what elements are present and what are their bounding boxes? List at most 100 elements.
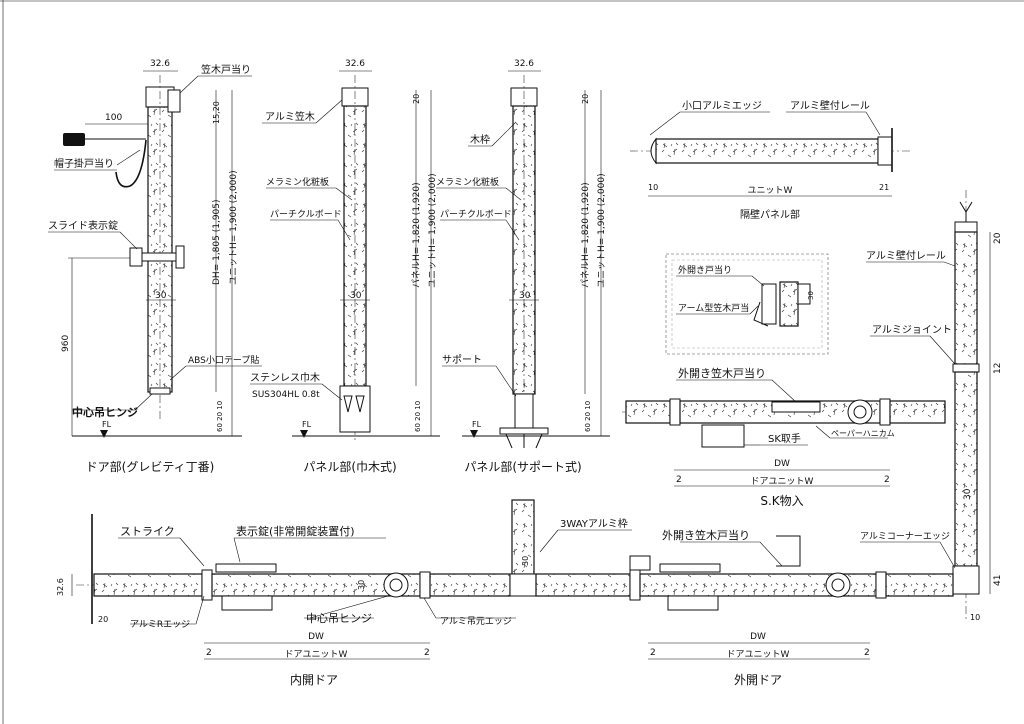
- inner-dim-2b: 2: [424, 648, 430, 658]
- pb-dim-unit: ユニットH= 1,900 (2,000): [428, 173, 438, 288]
- three-way-node: [509, 573, 537, 597]
- ps-particle-leader: [505, 219, 520, 241]
- door-bottom-edge: [149, 387, 171, 395]
- inner-dim-unit: ドアユニットW: [285, 650, 348, 660]
- abs-leader: [169, 365, 187, 381]
- detail-arm-leader: [749, 305, 759, 315]
- door-section: 32.6 30 笠木戸当り 100 帽子掛戸当り スライド表示錠 960: [48, 59, 262, 474]
- inner-lock: [215, 563, 277, 573]
- hat-leader: [116, 149, 141, 166]
- outer-dim-2b: 2: [864, 648, 870, 658]
- pb-baseboard: [339, 385, 371, 433]
- door-fl-marker: [100, 430, 108, 438]
- partition-dim-10: 10: [648, 183, 658, 192]
- outer-stop-block: [629, 555, 651, 571]
- partition-dim-21: 21: [879, 183, 889, 192]
- abs-label: ABS小口テープ貼: [188, 354, 259, 366]
- detail-box-frame: [665, 253, 829, 355]
- outer-hinge: [825, 572, 851, 598]
- right-wall-section: 20 12 30 41 10 アルミ壁付レール アルミジョイント アルミコーナー…: [860, 190, 1003, 622]
- ps-top-dim: 32.6: [514, 59, 534, 69]
- plan-mid-panel-b: [535, 573, 631, 597]
- right-wall-dim-20: 20: [993, 232, 1003, 244]
- pb-particle-label: パーチクルボード: [270, 209, 342, 220]
- slide-label: スライド表示錠: [48, 219, 118, 232]
- right-wall-rail-label: アルミ壁付レール: [866, 249, 946, 262]
- detail-out-label: 外開き戸当り: [678, 264, 732, 276]
- right-wall-lower-panel: [954, 371, 978, 567]
- inner-hinge-label: 中心吊ヒンジ: [306, 612, 372, 625]
- detail-arm: [753, 301, 769, 327]
- sk-left-panel: [625, 400, 671, 424]
- outer-lock: [659, 563, 721, 573]
- hat-hook-dim-text: 100: [105, 113, 122, 123]
- ps-dim-30: 30: [519, 291, 531, 301]
- panel-support-section: 32.6 30 木枠 メラミン化粧板 パーチクルボード サポート 20 パネルH…: [436, 59, 610, 474]
- ps-support-leader: [495, 365, 517, 397]
- sk-stop: [771, 401, 821, 413]
- three-way-label: 3WAYアルミ枠: [560, 517, 628, 530]
- right-wall-dim-30: 30: [963, 488, 973, 500]
- right-wall-rail-leader: [943, 261, 956, 267]
- hat-label: 帽子掛戸当り: [54, 157, 114, 170]
- pb-dim-panel: パネルH= 1,820 (1,920): [411, 182, 422, 288]
- door-kasagi-leader: [179, 75, 199, 94]
- lock-leader: [233, 537, 241, 563]
- sk-handle: [701, 424, 745, 448]
- ps-dim-panel: パネルH= 1,820 (1,920): [580, 182, 591, 288]
- inner-dim-dw: DW: [308, 632, 324, 642]
- sk-handle-label: SK取手: [768, 432, 801, 445]
- inner-caption: 内開ドア: [290, 673, 338, 687]
- lock-label: 表示錠(非常開錠装置付): [236, 524, 355, 538]
- right-wall-rail: [954, 221, 978, 233]
- sk-section: 外開き笠木戸当り SK取手 ペーパーハニカム DW 2 ドアユニットW 2 S.…: [622, 366, 946, 508]
- inner-strike: [201, 569, 213, 601]
- partition-rail-label: アルミ壁付レール: [790, 99, 870, 112]
- door-dim-6020: 60 20 10: [216, 401, 224, 432]
- sk-caption: S.K物入: [760, 494, 803, 508]
- outer-dim-2a: 2: [650, 648, 656, 658]
- outer-dim-dw: DW: [750, 632, 766, 642]
- pb-particle-leader: [337, 219, 351, 241]
- right-wall-dim-12: 12: [993, 363, 1003, 374]
- sk-hinge: [847, 399, 873, 425]
- partition-edge-leader: [649, 111, 681, 136]
- door-caption: ドア部(グレビティ丁番): [86, 459, 215, 474]
- door-dim-30: 30: [155, 291, 167, 301]
- detail-box: 30 外開き戸当り アーム型笠木戸当: [665, 253, 829, 355]
- door-fl: FL: [102, 420, 112, 429]
- door-stop-block: [167, 89, 181, 113]
- door-dim-1520: 15,20: [212, 101, 221, 124]
- right-wall-dim-10: 10: [970, 613, 980, 622]
- detail-out-leader: [751, 275, 765, 287]
- inner-lock-handle: [221, 595, 273, 611]
- plan-left-panel: [93, 573, 203, 597]
- sk-out-leader: [771, 379, 797, 403]
- sk-paper-leader: [815, 425, 831, 439]
- slide-lock-strike: [175, 245, 185, 269]
- hinge-leader: [134, 393, 153, 411]
- ps-frame-leader: [491, 121, 517, 147]
- door-dim-unit: ユニットH= 1,900 (2,000): [229, 170, 239, 285]
- right-wall-rail-mark: [959, 201, 973, 222]
- hinge-label: 中心吊ヒンジ: [72, 405, 138, 419]
- right-wall-joint-label: アルミジョイント: [872, 325, 952, 336]
- ps-frame-label: 木枠: [470, 133, 490, 146]
- slide-lock-body: [141, 252, 179, 262]
- pb-stainless-leader: [321, 383, 343, 401]
- right-wall-joint: [952, 363, 980, 373]
- ps-dim-6020: 60 20 10: [584, 401, 592, 432]
- hat-hook-curve: [115, 139, 147, 188]
- pb-baseboard-detail: [343, 395, 365, 413]
- sk-dim-unit: ドアユニットW: [751, 477, 814, 487]
- plan-dim-326: 32.6: [56, 578, 65, 596]
- inner-hinge: [383, 572, 409, 598]
- partition-rail: [877, 136, 893, 166]
- sk-dim-2a: 2: [676, 475, 682, 485]
- ps-dim-unit: ユニットH= 1,900 (2,000): [597, 173, 607, 288]
- bottom-plan: 32.6 20 30 30 3WAYアルミ枠 ストライク: [56, 499, 955, 687]
- partition-panel: [655, 138, 879, 164]
- redge-leader: [195, 595, 205, 625]
- partition-edge-label: 小口アルミエッジ: [682, 100, 762, 112]
- ps-caption: パネル部(サポート式): [464, 459, 581, 474]
